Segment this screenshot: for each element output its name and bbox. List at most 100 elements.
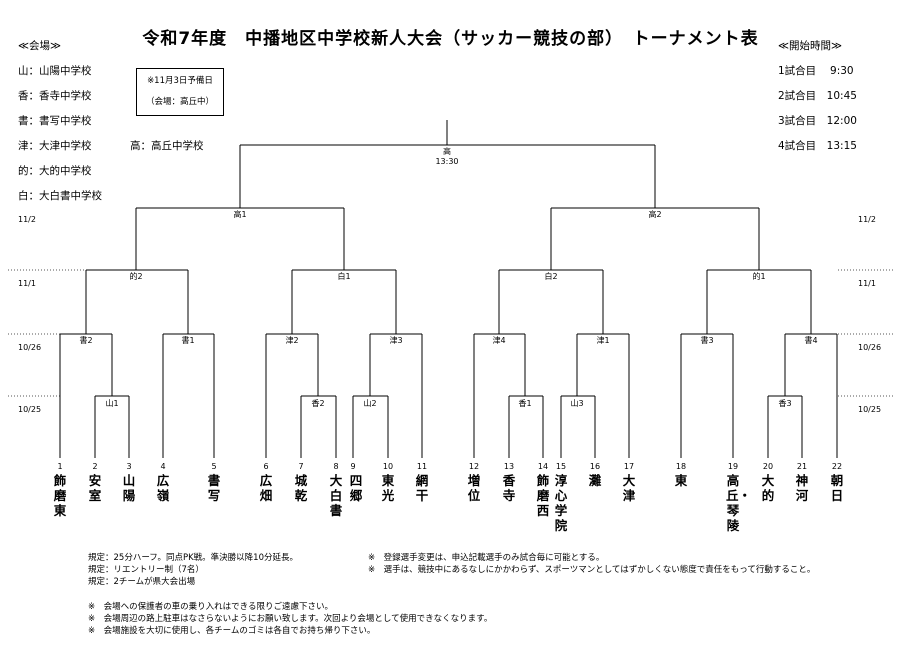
date-final: 11/2 (18, 215, 36, 224)
venue-item: 白：大白書中学校 (18, 190, 102, 202)
team-name: 四郷 (349, 473, 363, 503)
date-round1: 10/25 (858, 405, 882, 414)
venue-item: 山：山陽中学校 (18, 65, 92, 77)
match-label: 津3 (388, 335, 404, 346)
team-name: 広畑 (259, 473, 273, 503)
match-label-final: 高 (442, 146, 452, 157)
team-name: 東 (674, 473, 688, 488)
match-label: 津4 (491, 335, 507, 346)
start-time-item: 4試合目 13:15 (778, 140, 857, 152)
team-name: 大白書 (329, 473, 343, 518)
team-number: 7 (298, 462, 304, 471)
match-label: 白2 (543, 271, 559, 282)
match-time-final: 13:30 (434, 157, 460, 166)
team-name: 飾磨西 (536, 473, 550, 518)
note-line: ※ 登録選手変更は、申込記載選手のみ試合毎に可能とする。 (368, 553, 605, 563)
match-label: 山3 (569, 398, 585, 409)
team-number: 2 (92, 462, 98, 471)
team-number: 9 (350, 462, 356, 471)
rule-line: 規定：2チームが県大会出場 (88, 577, 196, 587)
match-label: 的2 (128, 271, 144, 282)
match-label: 山1 (104, 398, 120, 409)
match-label: 香1 (517, 398, 533, 409)
team-name: 灘 (588, 473, 602, 488)
team-number: 17 (623, 462, 635, 471)
date-round2: 10/26 (858, 343, 882, 352)
footer-note: ※ 会場への保護者の車の乗り入れはできる限りご遠慮下さい。 (88, 602, 333, 612)
team-number: 6 (263, 462, 269, 471)
page-title: 令和7年度 中播地区中学校新人大会（サッカー競技の部） トーナメント表 (142, 29, 759, 49)
team-number: 16 (589, 462, 601, 471)
team-number: 11 (416, 462, 428, 471)
team-number: 20 (762, 462, 774, 471)
venue-heading: ≪会場≫ (18, 40, 61, 52)
team-name: 城乾 (294, 473, 308, 503)
date-semi: 11/1 (18, 279, 36, 288)
team-name: 東光 (381, 473, 395, 503)
team-number: 19 (727, 462, 739, 471)
rule-line: 規定：25分ハーフ。同点PK戦。準決勝以降10分延長。 (88, 553, 298, 563)
date-round2: 10/26 (18, 343, 42, 352)
team-name: 香寺 (502, 473, 516, 503)
team-number: 3 (126, 462, 132, 471)
venue-item: 的：大的中学校 (18, 165, 92, 177)
team-name: 高丘・琴陵 (726, 473, 752, 533)
note-line: ※ 選手は、競技中にあるなしにかかわらず、スポーツマンとしてはずかしくない態度で… (368, 565, 816, 575)
start-time-heading: ≪開始時間≫ (778, 40, 842, 52)
team-name: 書写 (207, 473, 221, 503)
date-final: 11/2 (858, 215, 876, 224)
team-number: 12 (468, 462, 480, 471)
match-label: 白1 (336, 271, 352, 282)
team-number: 4 (160, 462, 166, 471)
team-name: 大的 (761, 473, 775, 503)
team-number: 13 (503, 462, 515, 471)
reserve-day-line: ※11月3日予備日 (147, 76, 213, 86)
team-name: 朝日 (830, 473, 844, 503)
start-time-item: 3試合目 12:00 (778, 115, 857, 127)
match-label: 書3 (699, 335, 715, 346)
team-number: 18 (675, 462, 687, 471)
reserve-venue-line: （会場：高丘中） (145, 97, 214, 107)
match-label: 書1 (180, 335, 196, 346)
venue-item: 津：大津中学校 (18, 140, 92, 152)
team-number: 21 (796, 462, 808, 471)
team-name: 網干 (415, 473, 429, 503)
team-name: 淳心学院 (554, 473, 568, 533)
team-number: 14 (537, 462, 549, 471)
footer-note: ※ 会場周辺の路上駐車はなさらないようにお願い致します。次回より会場として使用で… (88, 614, 493, 624)
venue-item-extra: 高：高丘中学校 (130, 140, 204, 152)
team-number: 5 (211, 462, 217, 471)
team-number: 22 (831, 462, 843, 471)
rule-line: 規定：リエントリー制（7名） (88, 565, 204, 575)
team-name: 広嶺 (156, 473, 170, 503)
team-number: 15 (555, 462, 567, 471)
start-time-item: 1試合目 9:30 (778, 65, 854, 77)
match-label: 山2 (362, 398, 378, 409)
team-name: 安室 (88, 473, 102, 503)
match-label: 書2 (78, 335, 94, 346)
match-label: 津1 (595, 335, 611, 346)
match-label: 香2 (310, 398, 326, 409)
team-name: 増位 (467, 473, 481, 503)
start-time-item: 2試合目 10:45 (778, 90, 857, 102)
team-name: 飾磨東 (53, 473, 67, 518)
team-number: 1 (57, 462, 63, 471)
team-name: 神河 (795, 473, 809, 503)
match-label: 津2 (284, 335, 300, 346)
match-label: 的1 (751, 271, 767, 282)
match-label: 高1 (232, 209, 248, 220)
date-round1: 10/25 (18, 405, 42, 414)
match-label: 香3 (777, 398, 793, 409)
footer-note: ※ 会場施設を大切に使用し、各チームのゴミは各自でお持ち帰り下さい。 (88, 626, 376, 636)
team-name: 大津 (622, 473, 636, 503)
team-name: 山陽 (122, 473, 136, 503)
reserve-day-note: ※11月3日予備日 （会場：高丘中） (136, 68, 224, 116)
team-number: 8 (333, 462, 339, 471)
venue-item: 書：書写中学校 (18, 115, 92, 127)
match-label: 高2 (647, 209, 663, 220)
date-semi: 11/1 (858, 279, 876, 288)
team-number: 10 (382, 462, 394, 471)
venue-item: 香：香寺中学校 (18, 90, 92, 102)
match-label: 書4 (803, 335, 819, 346)
